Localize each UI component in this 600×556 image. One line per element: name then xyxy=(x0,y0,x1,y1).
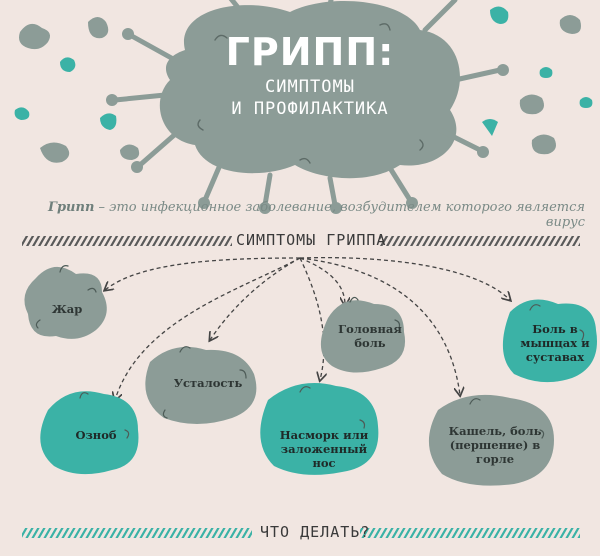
symptom-label-chills: Озноб xyxy=(75,428,117,442)
page-subtitle: СИМПТОМЫ И ПРОФИЛАКТИКА xyxy=(200,76,420,120)
symptom-arrows xyxy=(105,256,510,400)
section-title-symptoms: СИМПТОМЫ ГРИППА xyxy=(236,231,387,249)
symptom-label-fever: Жар xyxy=(51,302,83,316)
section-stripe-left xyxy=(22,236,232,246)
symptom-label-cough: Кашель, боль (першение) в горле xyxy=(448,424,542,466)
definition: Грипп – это инфекционное заболевание, во… xyxy=(20,200,585,230)
symptom-blob-chills xyxy=(40,391,139,475)
definition-term: Грипп xyxy=(47,200,95,215)
symptom-label-headache: Головная боль xyxy=(338,322,402,350)
page-subtitle-line1: СИМПТОМЫ xyxy=(265,77,355,97)
symptom-blob-fever xyxy=(24,266,107,339)
symptom-blob-cough xyxy=(428,394,554,486)
definition-text: – это инфекционное заболевание, возбудит… xyxy=(94,200,585,230)
page-title: ГРИПП: xyxy=(225,30,395,74)
section-title-what-to-do: ЧТО ДЕЛАТЬ? xyxy=(260,523,371,541)
bottom-stripe-right xyxy=(360,528,580,538)
section-stripe-right xyxy=(380,236,580,246)
symptom-label-muscle: Боль в мышцах и суставах xyxy=(520,322,590,364)
symptom-blob-runny-nose xyxy=(260,383,379,475)
decor-virus-icon xyxy=(14,6,593,163)
page-subtitle-line2: И ПРОФИЛАКТИКА xyxy=(231,99,389,119)
bottom-stripe-left xyxy=(22,528,252,538)
symptom-blob-fatigue xyxy=(145,346,257,424)
symptom-label-runny-nose: Насморк или заложенный нос xyxy=(279,428,369,470)
symptom-blob-headache xyxy=(320,300,406,373)
symptom-label-fatigue: Усталость xyxy=(173,376,243,390)
symptom-blob-muscle xyxy=(502,299,597,383)
header-virus-icon xyxy=(106,0,509,214)
